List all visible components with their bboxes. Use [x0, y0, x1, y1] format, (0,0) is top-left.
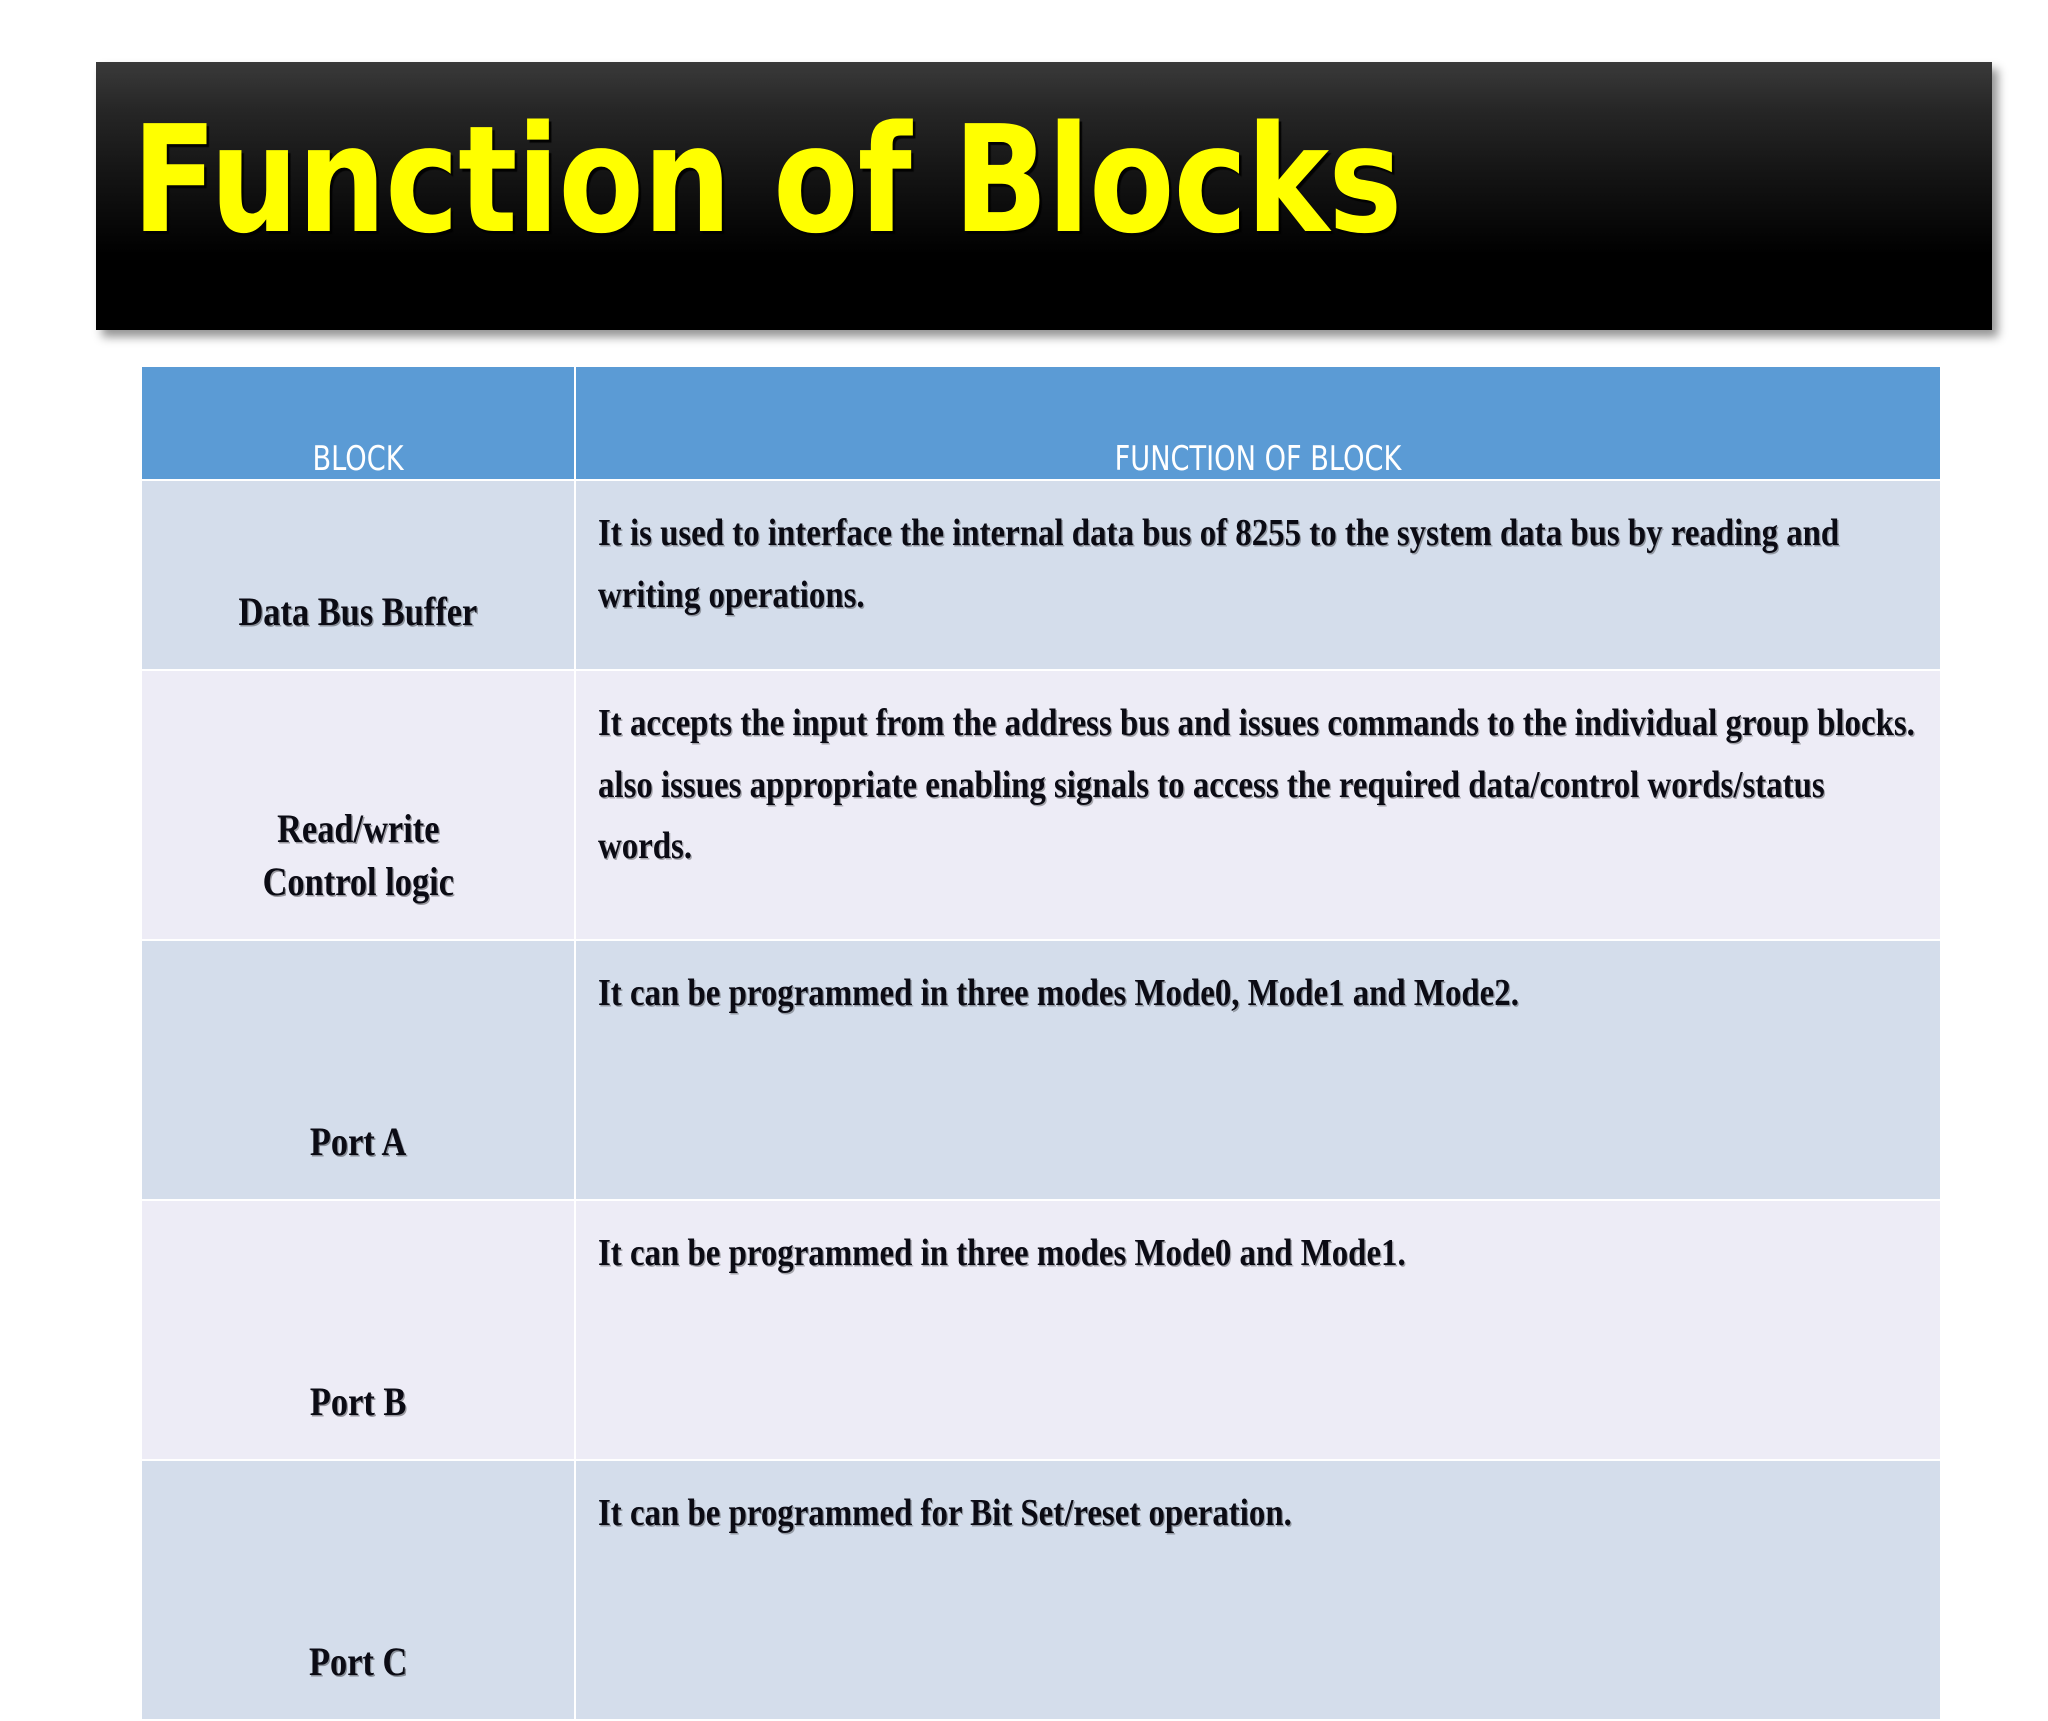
function-description: It can be programmed in three modes Mode… — [598, 1232, 1406, 1274]
row-block-cell: Read/write Control logic — [140, 669, 576, 941]
function-description: It accepts the input from the address bu… — [598, 702, 1915, 868]
table-row: Port A It can be programmed in three mod… — [140, 939, 1942, 1201]
row-block-cell: Port A — [140, 939, 576, 1201]
row-block-cell: Data Bus Buffer — [140, 479, 576, 671]
table-row: Data Bus Buffer It is used to interface … — [140, 479, 1942, 671]
function-of-blocks-table: BLOCK FUNCTION OF BLOCK Data Bus Buffer … — [140, 365, 1942, 1721]
row-function-cell: It is used to interface the internal dat… — [574, 479, 1942, 671]
row-function-cell: It accepts the input from the address bu… — [574, 669, 1942, 941]
block-name-label: Port A — [309, 1119, 407, 1165]
block-name-label: Port C — [308, 1639, 408, 1685]
function-description: It is used to interface the internal dat… — [598, 512, 1840, 616]
column-header-block: BLOCK — [140, 365, 576, 481]
function-description: It can be programmed for Bit Set/reset o… — [598, 1492, 1292, 1534]
function-description: It can be programmed in three modes Mode… — [598, 972, 1519, 1014]
block-name-label: Data Bus Buffer — [238, 589, 478, 635]
slide-root: Function of Blocks BLOCK FUNCTION OF BLO… — [96, 62, 1992, 1721]
table-header-row: BLOCK FUNCTION OF BLOCK — [140, 365, 1942, 481]
table-row: Port B It can be programmed in three mod… — [140, 1199, 1942, 1461]
table-row: Read/write Control logic It accepts the … — [140, 669, 1942, 941]
row-function-cell: It can be programmed for Bit Set/reset o… — [574, 1459, 1942, 1721]
block-name-label: Port B — [309, 1379, 407, 1425]
table-row: Port C It can be programmed for Bit Set/… — [140, 1459, 1942, 1721]
row-block-cell: Port B — [140, 1199, 576, 1461]
column-header-function: FUNCTION OF BLOCK — [574, 365, 1942, 481]
row-block-cell: Port C — [140, 1459, 576, 1721]
column-header-function-label: FUNCTION OF BLOCK — [1114, 439, 1402, 479]
row-function-cell: It can be programmed in three modes Mode… — [574, 939, 1942, 1201]
table-header: BLOCK FUNCTION OF BLOCK — [140, 365, 1942, 481]
table-body: Data Bus Buffer It is used to interface … — [140, 479, 1942, 1721]
block-name-label: Read/write Control logic — [262, 806, 454, 905]
column-header-block-label: BLOCK — [312, 439, 404, 479]
page-title: Function of Blocks — [132, 94, 1402, 266]
row-function-cell: It can be programmed in three modes Mode… — [574, 1199, 1942, 1461]
title-banner: Function of Blocks — [96, 62, 1992, 330]
